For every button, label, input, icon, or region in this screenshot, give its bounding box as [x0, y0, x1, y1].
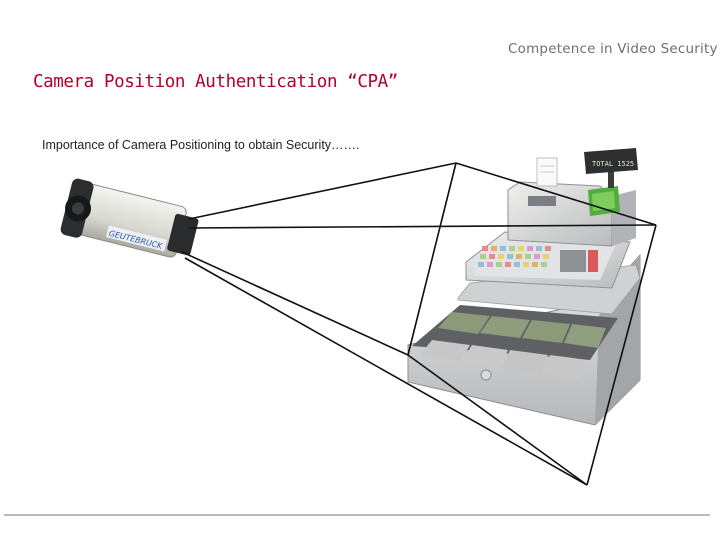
company-tagline: Competence in Video Security — [508, 41, 718, 57]
slide-subtitle: Importance of Camera Positioning to obta… — [42, 138, 360, 152]
register-display-text: TOTAL 1525 — [592, 160, 634, 168]
cash-drawer-bills — [420, 312, 606, 380]
slide-title: Camera Position Authentication “CPA” — [33, 72, 398, 92]
camera-view-lines — [181, 162, 657, 486]
register-keys — [478, 246, 598, 272]
footer-divider — [4, 514, 710, 516]
security-camera: GEUTEBRUCK — [60, 178, 199, 258]
cash-register: TOTAL 1525 — [407, 148, 641, 426]
